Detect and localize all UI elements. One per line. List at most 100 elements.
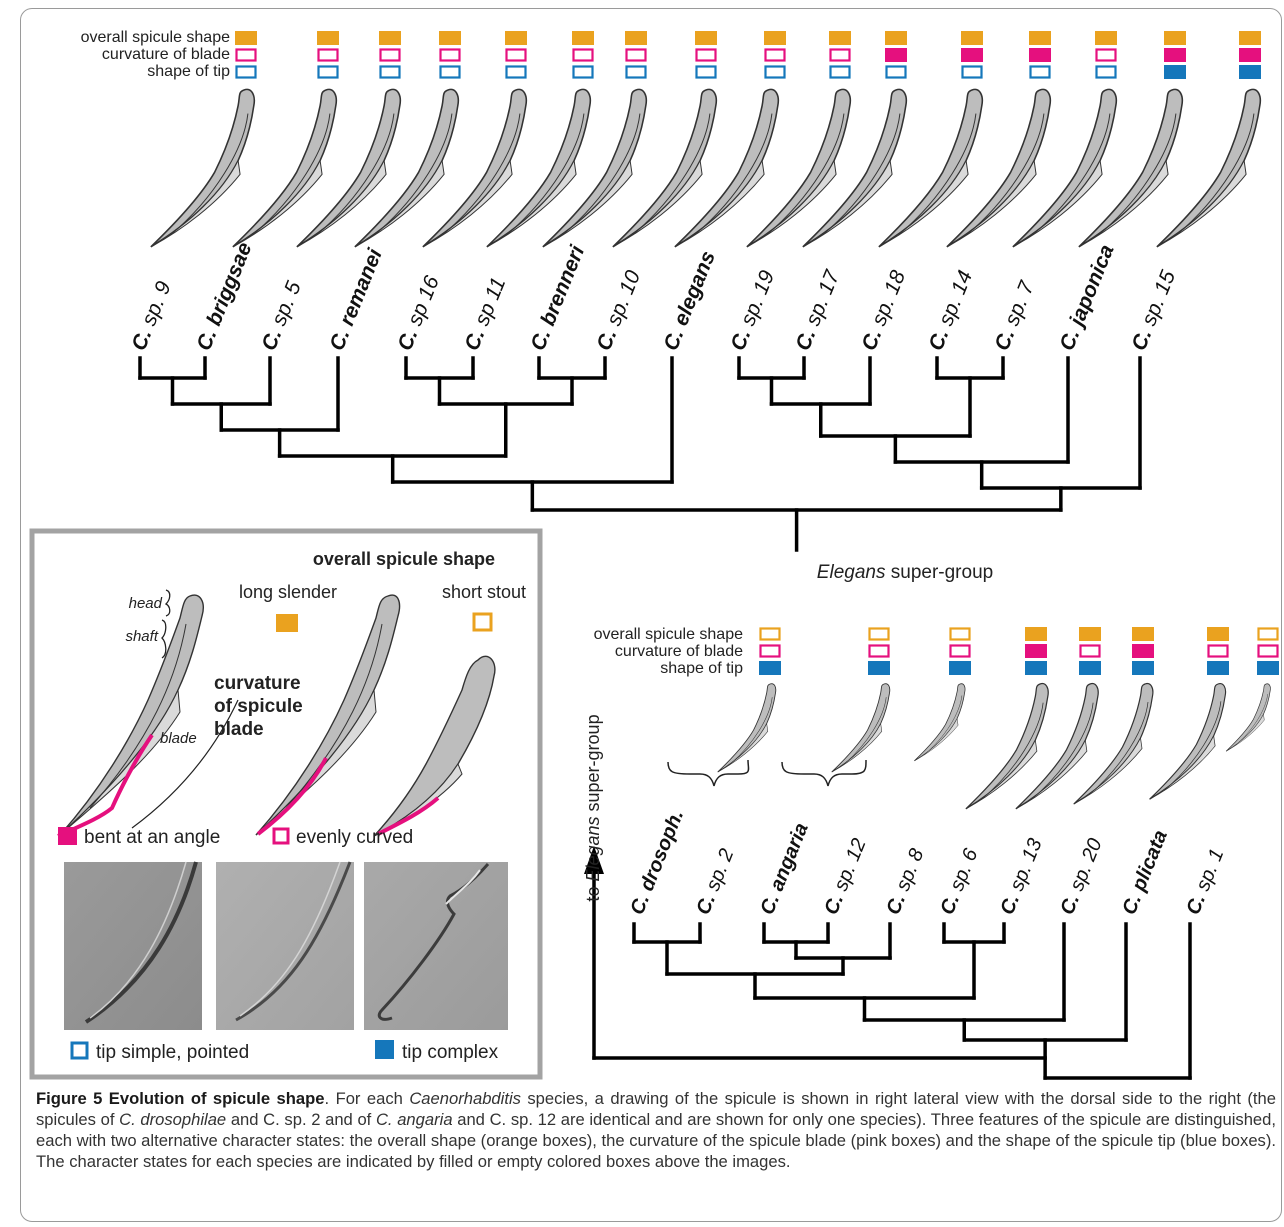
tip-box bbox=[829, 65, 851, 79]
caption-text: and C. sp. 2 and of bbox=[226, 1110, 376, 1129]
legend-shape-filled-box bbox=[276, 614, 298, 632]
shape-box bbox=[759, 627, 781, 641]
legend-shape-empty-box bbox=[472, 612, 493, 632]
bottom-character-boxes bbox=[759, 627, 1279, 675]
curvature-box bbox=[439, 48, 461, 62]
spicule-drawing bbox=[717, 683, 777, 773]
curvature-box bbox=[1132, 644, 1154, 658]
curvature-box bbox=[1079, 644, 1101, 658]
curvature-box bbox=[1257, 644, 1279, 658]
tip-box bbox=[1207, 661, 1229, 675]
elegans-supergroup-label: Elegans super-group bbox=[817, 562, 993, 583]
spicule-drawing bbox=[1015, 682, 1099, 810]
spicule-drawing bbox=[946, 88, 1052, 248]
shape-box bbox=[1029, 31, 1051, 45]
legend-head-bracket bbox=[164, 589, 171, 617]
species-label: C. sp. 18 bbox=[857, 267, 910, 354]
tip-box bbox=[505, 65, 527, 79]
curvature-box bbox=[868, 644, 890, 658]
caption-species: C. angaria bbox=[375, 1110, 453, 1129]
species-label: C. sp. 8 bbox=[882, 846, 928, 918]
curvature-box bbox=[379, 48, 401, 62]
species-label: C. sp 16 bbox=[393, 272, 444, 353]
species-label: C. sp. 5 bbox=[257, 278, 306, 354]
tip-box bbox=[379, 65, 401, 79]
species-label: C. drosoph. bbox=[626, 807, 688, 918]
shape-box bbox=[885, 31, 907, 45]
curvature-box bbox=[505, 48, 527, 62]
species-label: C. sp. 1 bbox=[1182, 846, 1228, 918]
shape-box bbox=[505, 31, 527, 45]
outgroup-arrow-icon bbox=[584, 846, 604, 874]
shape-box bbox=[949, 627, 971, 641]
spicule-drawing bbox=[232, 88, 338, 248]
micrograph-simple-tip-2 bbox=[216, 861, 354, 1030]
spicule-drawing bbox=[1225, 683, 1271, 752]
tip-box bbox=[1257, 661, 1279, 675]
top-legend-labels: overall spicule shape curvature of blade… bbox=[81, 29, 231, 80]
shape-box bbox=[1164, 31, 1186, 45]
shared-spicule-braces bbox=[667, 759, 867, 787]
spicule-drawing bbox=[612, 88, 718, 248]
micrograph-simple-tip-1 bbox=[64, 861, 202, 1030]
top-phylogenetic-tree bbox=[138, 356, 1142, 552]
curvature-box bbox=[1029, 48, 1051, 62]
bottom-phylogenetic-tree bbox=[584, 846, 1192, 1080]
curvature-box bbox=[961, 48, 983, 62]
species-label: C. sp. 12 bbox=[820, 835, 870, 917]
top-spicule-drawings bbox=[150, 88, 1262, 248]
caption-text: species, a drawing of the spicule is sho… bbox=[36, 1089, 1276, 1129]
shape-box bbox=[572, 31, 594, 45]
species-label: C. sp. 17 bbox=[791, 266, 844, 354]
spicule-drawing bbox=[1156, 88, 1262, 248]
bottom-legend-labels: overall spicule shape curvature of blade… bbox=[594, 626, 744, 677]
curvature-box bbox=[829, 48, 851, 62]
tip-box bbox=[572, 65, 594, 79]
species-label: C. briggsae bbox=[192, 239, 256, 354]
shape-box bbox=[1207, 627, 1229, 641]
curvature-box bbox=[572, 48, 594, 62]
species-label: C. sp. 9 bbox=[127, 278, 176, 354]
legend-short-stout-label: short stout bbox=[442, 582, 526, 602]
caption-title: Figure 5 Evolution of spicule shape bbox=[36, 1089, 325, 1108]
spicule-drawing bbox=[296, 88, 402, 248]
tip-box bbox=[1095, 65, 1117, 79]
tip-box bbox=[868, 661, 890, 675]
bottom-legend-tip-label: shape of tip bbox=[660, 660, 743, 677]
tip-box bbox=[1164, 65, 1186, 79]
legend-curvature-title-3: blade bbox=[214, 719, 264, 740]
bottom-legend-shape-label: overall spicule shape bbox=[594, 626, 744, 643]
species-label: C. sp. 15 bbox=[1127, 267, 1180, 354]
shape-box bbox=[695, 31, 717, 45]
legend-shape-title: overall spicule shape bbox=[313, 549, 495, 569]
legend-shaft-label: shaft bbox=[125, 628, 158, 645]
species-label: C. sp. 14 bbox=[924, 267, 977, 354]
micrograph-complex-tip bbox=[364, 862, 508, 1030]
species-label: C. sp. 6 bbox=[936, 845, 983, 918]
shape-box bbox=[379, 31, 401, 45]
spicule-drawing bbox=[674, 88, 780, 248]
curvature-box bbox=[1025, 644, 1047, 658]
figure-frame bbox=[20, 8, 1282, 1222]
spicule-drawing bbox=[354, 88, 460, 248]
spicule-drawing bbox=[150, 88, 256, 248]
species-label: C. remanei bbox=[325, 245, 387, 354]
legend-tip-simple-box bbox=[70, 1041, 89, 1060]
legend-tip-simple-label: tip simple, pointed bbox=[96, 1042, 249, 1063]
tip-box bbox=[949, 661, 971, 675]
spicule-drawing bbox=[914, 683, 966, 762]
tip-box bbox=[1239, 65, 1261, 79]
spicule-drawing bbox=[746, 88, 852, 248]
legend-tip-complex-label: tip complex bbox=[402, 1042, 499, 1063]
species-label: C. sp. 20 bbox=[1056, 835, 1106, 917]
shape-box bbox=[317, 31, 339, 45]
legend-even-label: evenly curved bbox=[296, 827, 413, 848]
legend-spicule-short bbox=[373, 655, 496, 837]
legend-tip-complex-box bbox=[375, 1040, 394, 1059]
curvature-box bbox=[1207, 644, 1229, 658]
brace-angaria bbox=[781, 759, 867, 787]
curvature-box bbox=[235, 48, 257, 62]
curvature-box bbox=[949, 644, 971, 658]
spicule-drawing bbox=[878, 88, 984, 248]
